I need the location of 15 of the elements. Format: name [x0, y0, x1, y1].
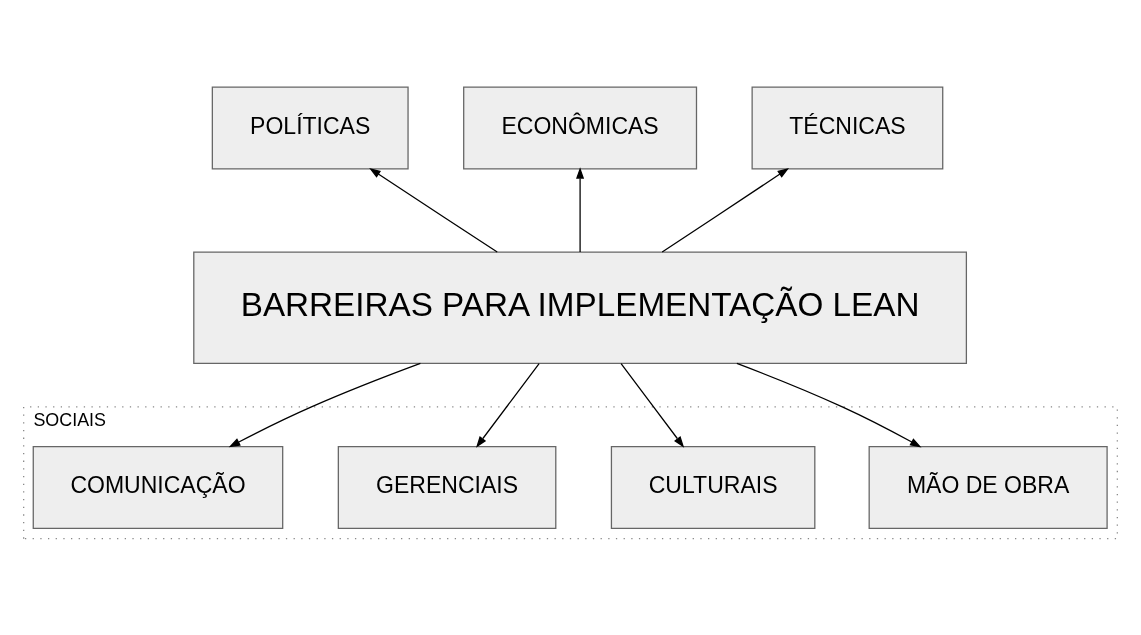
arrow: [369, 167, 498, 253]
node-box: POLÍTICAS: [211, 86, 409, 170]
arrow: [476, 362, 540, 448]
arrow: [228, 362, 422, 447]
node-box: GERENCIAIS: [337, 445, 557, 529]
arrow: [661, 167, 790, 253]
node-box: ECONÔMICAS: [463, 86, 698, 170]
node-box: TÉCNICAS: [751, 86, 944, 170]
node-box: COMUNICAÇÃO: [32, 445, 284, 529]
node-box: BARREIRAS PARA IMPLEMENTAÇÃO LEAN: [193, 251, 968, 364]
node-box: CULTURAIS: [610, 445, 816, 529]
node-box: MÃO DE OBRA: [868, 445, 1108, 529]
arrow: [576, 166, 585, 253]
arrow: [736, 362, 922, 447]
arrow: [620, 362, 685, 448]
